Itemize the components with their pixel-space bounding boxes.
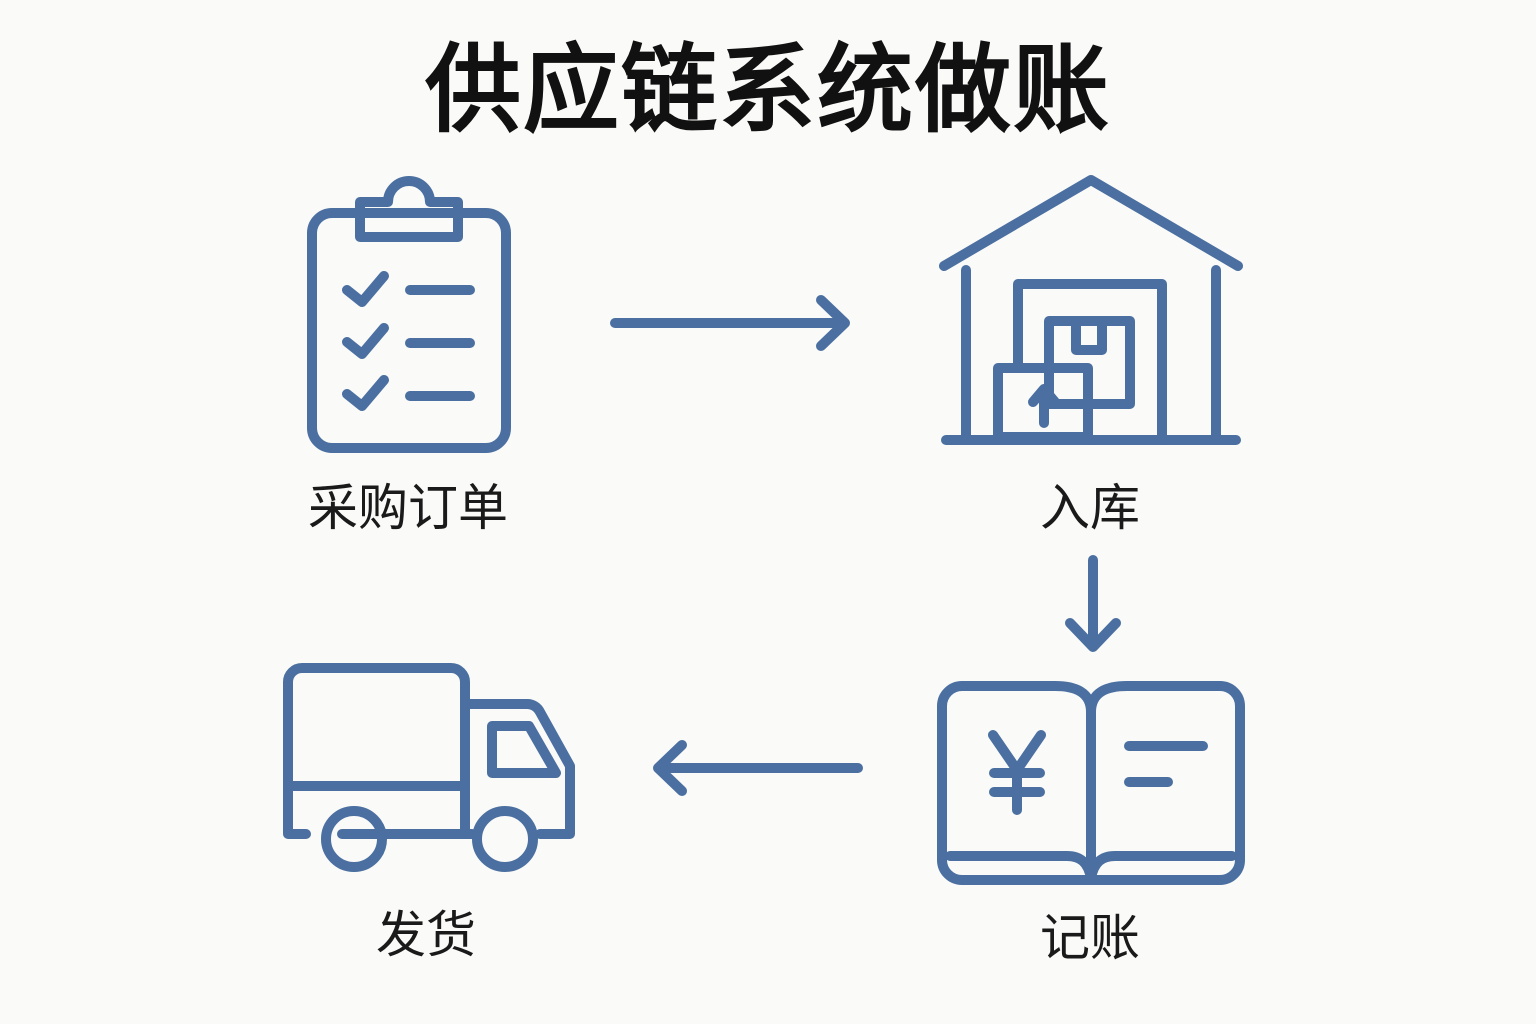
arrow-right-icon <box>610 295 850 351</box>
clipboard-checklist-icon <box>307 176 511 453</box>
step-label-bookkeeping: 记账 <box>1040 909 1140 967</box>
delivery-truck-icon <box>283 663 575 872</box>
diagram-title: 供应链系统做账 <box>425 34 1111 146</box>
step-label-purchase-order: 采购订单 <box>308 479 508 537</box>
arrow-left-icon <box>653 740 863 796</box>
step-label-warehousing: 入库 <box>1040 479 1140 537</box>
yen-ledger-book-icon <box>937 681 1245 885</box>
warehouse-icon <box>939 175 1243 445</box>
arrow-down-icon <box>1065 555 1121 652</box>
step-label-shipping: 发货 <box>376 906 476 964</box>
